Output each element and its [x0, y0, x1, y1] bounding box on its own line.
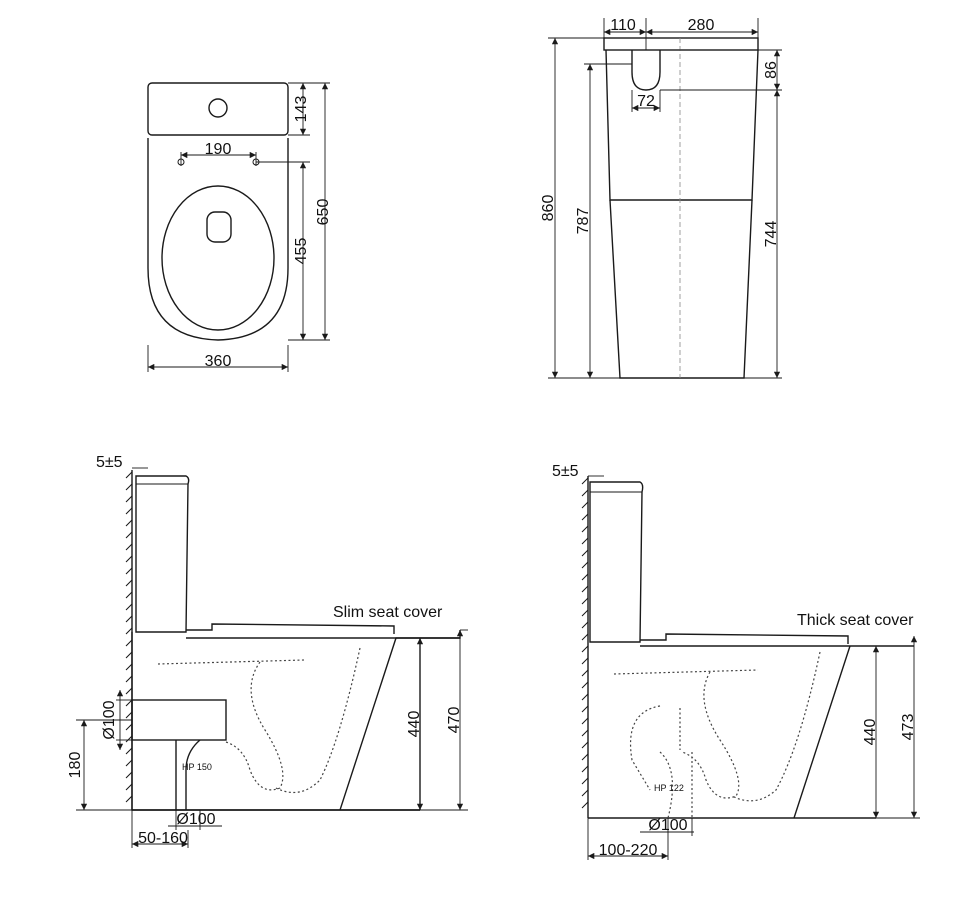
dim-overall-height: 473	[900, 714, 917, 741]
dim-outlet-offset: 110	[610, 17, 636, 34]
front-tank-lid	[603, 37, 759, 51]
thick-trap-label: HP 122	[654, 783, 684, 793]
dim-tank-depth: 143	[293, 96, 310, 123]
wall-hatching	[581, 477, 589, 809]
top-seat-outline	[161, 185, 275, 331]
flush-button-icon	[208, 98, 228, 118]
thick-side-view: 5±5 HP 122 Thick seat cover 440 473 Ø100…	[552, 463, 920, 860]
dim-floor-pipe: Ø100	[176, 811, 215, 828]
slim-seat-label: Slim seat cover	[333, 604, 443, 621]
slim-outlet-pipe	[131, 699, 227, 741]
slim-trap-label: HP 150	[182, 762, 212, 772]
front-tank-body	[605, 49, 759, 201]
slim-tank	[135, 475, 190, 633]
thick-tank	[589, 481, 644, 643]
dim-lower-height: 744	[763, 221, 780, 248]
dim-body-height: 787	[575, 208, 592, 235]
thick-seat-cover	[640, 633, 849, 644]
dim-width: 360	[205, 353, 232, 370]
thick-trap-path	[613, 651, 821, 819]
dim-tank-depth: 86	[763, 61, 780, 79]
thick-seat-label: Thick seat cover	[797, 612, 914, 629]
wall-hatching	[125, 471, 133, 803]
top-bowl-opening	[206, 211, 232, 243]
dim-seat-height: 440	[406, 711, 423, 738]
thick-bowl-front	[793, 645, 851, 819]
dim-total-length: 650	[315, 199, 332, 226]
dim-wall-gap: 5±5	[552, 463, 579, 480]
slim-seat-cover	[186, 623, 395, 634]
dim-floor-pipe: Ø100	[648, 817, 687, 834]
top-view: 190 143 455 650 360	[147, 82, 332, 372]
dim-wall-gap: 5±5	[96, 454, 123, 471]
dim-overall-height: 470	[446, 707, 463, 734]
dim-bowl-length: 455	[293, 238, 310, 265]
top-bowl-outline	[147, 138, 289, 341]
dim-tank-width: 280	[688, 17, 715, 34]
slim-trap-path	[157, 647, 361, 794]
dim-seat-height: 440	[862, 719, 879, 746]
dim-button-width: 72	[637, 93, 655, 110]
front-pedestal-body	[609, 199, 753, 379]
top-tank-outline	[147, 82, 289, 136]
slim-side-view: 5±5 HP 150 Slim seat cover 440 470 Ø100	[67, 454, 468, 848]
dim-wall-distance: 50-160	[138, 830, 188, 847]
slim-floor-pipe	[175, 739, 201, 810]
dim-hole-spacing: 190	[205, 141, 232, 158]
dim-pipe-height: 180	[67, 752, 84, 779]
dim-wall-distance: 100-220	[599, 842, 658, 859]
dim-total-height: 860	[540, 195, 557, 222]
front-view: 110 280 86 72 860 787 744	[540, 17, 782, 379]
front-button-recess	[631, 50, 661, 91]
